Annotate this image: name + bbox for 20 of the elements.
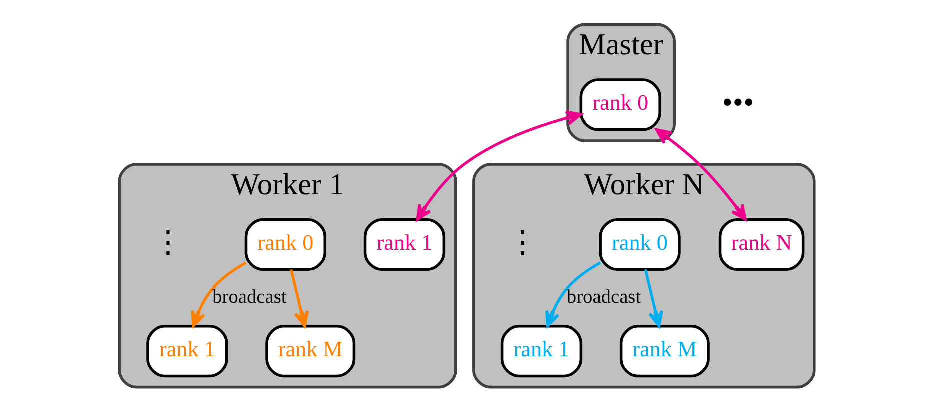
arrow	[655, 128, 747, 221]
node-box: rank 1	[500, 325, 583, 378]
arrow	[191, 262, 247, 328]
edge-label: broadcast	[566, 287, 642, 308]
label: ⋮	[153, 226, 184, 260]
node-box: rank M	[266, 325, 356, 378]
label: ⋮	[507, 226, 538, 260]
arrow	[546, 262, 602, 328]
arrow	[416, 110, 582, 222]
node-box: rank 1	[364, 218, 446, 272]
arrow	[290, 269, 310, 328]
arrow	[644, 269, 664, 328]
node-box: rank 0	[580, 78, 662, 132]
node-box: rank N	[718, 218, 805, 272]
node-box: rank 0	[599, 218, 681, 272]
node-box: rank 0	[244, 218, 327, 272]
label: •••	[722, 86, 754, 120]
node-box: rank M	[620, 325, 710, 378]
node-box: rank 1	[146, 325, 228, 378]
edge-label: broadcast	[212, 287, 287, 308]
